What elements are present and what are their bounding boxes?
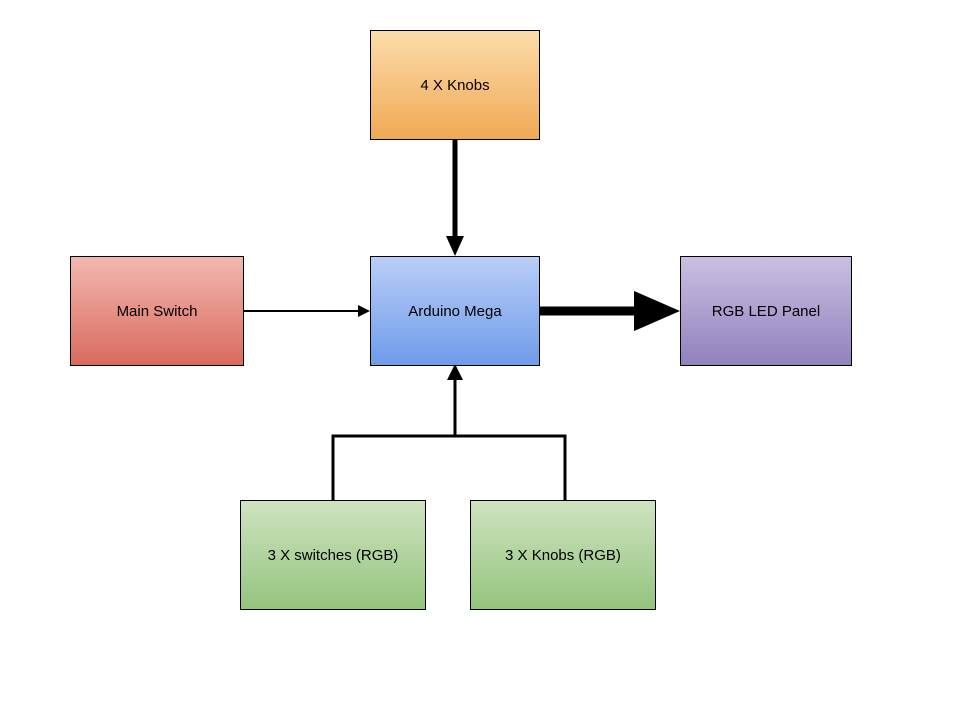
arrow-arduino-to-rgb-panel — [540, 291, 680, 331]
node-4x-knobs-label: 4 X Knobs — [420, 76, 490, 94]
node-arduino-mega: Arduino Mega — [370, 256, 540, 366]
node-rgb-led-panel-label: RGB LED Panel — [711, 302, 821, 320]
node-3x-knobs-rgb: 3 X Knobs (RGB) — [470, 500, 656, 610]
arrow-rgb-inputs-to-arduino — [331, 364, 567, 500]
node-3x-knobs-rgb-label: 3 X Knobs (RGB) — [505, 546, 621, 564]
node-arduino-mega-label: Arduino Mega — [408, 302, 502, 320]
node-3x-switches-rgb: 3 X switches (RGB) — [240, 500, 426, 610]
node-main-switch: Main Switch — [70, 256, 244, 366]
node-4x-knobs: 4 X Knobs — [370, 30, 540, 140]
arrow-knobs4-to-arduino — [446, 140, 464, 256]
node-3x-switches-rgb-label: 3 X switches (RGB) — [267, 546, 399, 564]
arrow-main-switch-to-arduino — [244, 305, 370, 317]
node-rgb-led-panel: RGB LED Panel — [680, 256, 852, 366]
node-main-switch-label: Main Switch — [116, 302, 198, 320]
